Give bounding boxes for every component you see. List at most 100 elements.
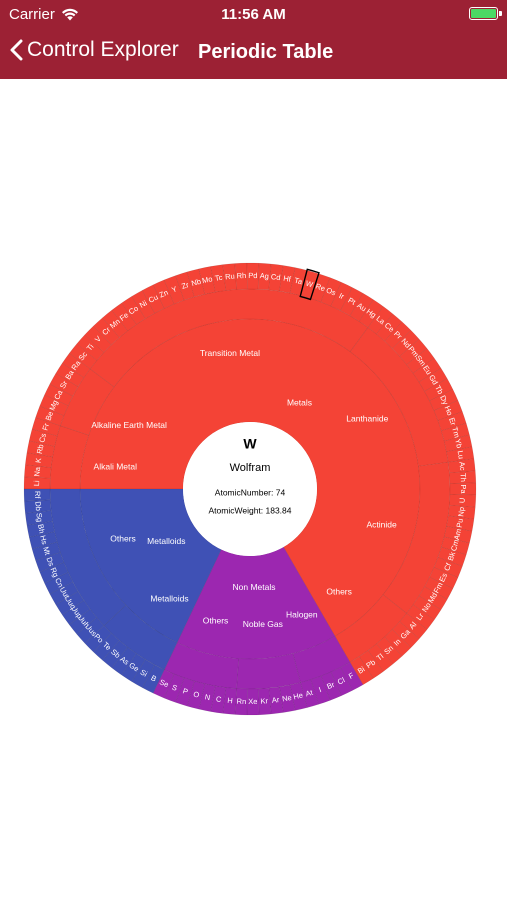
element-label-ru: Ru bbox=[225, 271, 235, 281]
selected-symbol: W bbox=[243, 436, 257, 452]
element-cell-pm[interactable] bbox=[399, 338, 428, 365]
element-cell-hf[interactable] bbox=[279, 265, 296, 294]
element-cell-lu[interactable] bbox=[446, 446, 475, 463]
element-label-co: Co bbox=[127, 304, 140, 317]
element-cell-v[interactable] bbox=[84, 325, 112, 353]
element-cell-cr[interactable] bbox=[93, 317, 120, 346]
element-cell-si[interactable] bbox=[131, 659, 156, 689]
element-label-hs: Hs bbox=[38, 534, 49, 545]
element-cell-ac[interactable] bbox=[447, 458, 476, 474]
element-cell-ru[interactable] bbox=[222, 263, 237, 291]
element-cell-md[interactable] bbox=[418, 586, 448, 611]
element-cell-eu[interactable] bbox=[412, 357, 442, 383]
element-cell-o[interactable] bbox=[186, 680, 206, 710]
element-cell-th[interactable] bbox=[449, 470, 477, 484]
element-cell-tb[interactable] bbox=[424, 378, 454, 402]
element-cell-h[interactable] bbox=[222, 687, 237, 715]
element-cell-he[interactable] bbox=[289, 682, 308, 711]
element-cell-pr[interactable] bbox=[384, 321, 412, 349]
selected-atomic-weight: AtomicWeight: 183.84 bbox=[209, 505, 292, 515]
element-cell-cm[interactable] bbox=[441, 536, 470, 556]
element-label-lu: Lu bbox=[456, 450, 466, 460]
element-cell-rb[interactable] bbox=[26, 440, 55, 458]
element-label-pt: Pt bbox=[346, 296, 357, 308]
element-label-es: Es bbox=[437, 571, 449, 583]
element-cell-re[interactable] bbox=[310, 273, 331, 303]
element-cell-as[interactable] bbox=[111, 646, 137, 676]
element-cell-mg[interactable] bbox=[39, 394, 69, 416]
subgroup-segment-noble-gas[interactable] bbox=[236, 653, 301, 690]
element-cell-ar[interactable] bbox=[268, 686, 284, 715]
element-cell-rf[interactable] bbox=[23, 488, 51, 502]
element-cell-ti[interactable] bbox=[76, 334, 105, 361]
element-label-zn: Zn bbox=[158, 288, 170, 300]
element-cell-u[interactable] bbox=[449, 494, 477, 508]
element-cell-i[interactable] bbox=[310, 675, 331, 705]
element-cell-li[interactable] bbox=[23, 476, 51, 490]
element-cell-no[interactable] bbox=[412, 595, 442, 621]
element-cell-tl[interactable] bbox=[367, 643, 394, 672]
element-cell-s[interactable] bbox=[163, 673, 185, 703]
element-cell-br[interactable] bbox=[320, 671, 342, 701]
element-cell-te[interactable] bbox=[93, 632, 120, 661]
element-cell-mn[interactable] bbox=[102, 309, 129, 338]
back-button[interactable]: Control Explorer bbox=[10, 38, 179, 62]
element-cell-ce[interactable] bbox=[376, 313, 403, 342]
element-cell-y[interactable] bbox=[163, 275, 185, 305]
element-cell-nd[interactable] bbox=[392, 329, 420, 357]
element-cell-la[interactable] bbox=[367, 306, 394, 335]
element-cell-gd[interactable] bbox=[418, 367, 448, 392]
element-cell-n[interactable] bbox=[198, 683, 216, 712]
element-cell-xe[interactable] bbox=[246, 688, 260, 716]
element-cell-at[interactable] bbox=[300, 679, 319, 708]
element-cell-am[interactable] bbox=[443, 526, 473, 544]
element-cell-sg[interactable] bbox=[25, 510, 53, 526]
element-label-cd: Cd bbox=[270, 272, 281, 282]
element-cell-uus[interactable] bbox=[76, 617, 105, 644]
element-cell-k[interactable] bbox=[25, 452, 53, 468]
subgroup-segment-others[interactable] bbox=[49, 488, 127, 627]
element-cell-ag[interactable] bbox=[257, 262, 272, 291]
element-cell-uut[interactable] bbox=[49, 581, 79, 605]
element-cell-in[interactable] bbox=[384, 629, 412, 657]
element-cell-be[interactable] bbox=[35, 405, 65, 426]
element-label-fe: Fe bbox=[118, 310, 130, 322]
subgroup-segment-lanthanide[interactable] bbox=[349, 327, 449, 467]
element-cell-tm[interactable] bbox=[441, 422, 470, 442]
element-cell-po[interactable] bbox=[84, 625, 112, 653]
element-cell-cf[interactable] bbox=[433, 557, 463, 578]
element-cell-cu[interactable] bbox=[141, 284, 165, 314]
element-label-au: Au bbox=[355, 301, 368, 313]
group-label-metalloids: Metalloids bbox=[147, 536, 185, 546]
element-cell-f[interactable] bbox=[340, 661, 364, 691]
subgroup-segment-others[interactable] bbox=[334, 594, 408, 663]
element-cell-bi[interactable] bbox=[349, 656, 374, 686]
element-cell-ds[interactable] bbox=[35, 552, 65, 573]
element-cell-pd[interactable] bbox=[246, 262, 260, 290]
element-cell-sr[interactable] bbox=[49, 373, 79, 397]
element-label-sr: Sr bbox=[58, 379, 70, 390]
element-cell-mo[interactable] bbox=[198, 266, 216, 295]
element-cell-cs[interactable] bbox=[28, 428, 58, 447]
subgroup-segment-metalloids[interactable] bbox=[103, 604, 178, 671]
element-cell-uuq[interactable] bbox=[55, 590, 85, 616]
element-label-no: No bbox=[420, 601, 433, 614]
element-cell-er[interactable] bbox=[437, 411, 467, 432]
element-cell-ga[interactable] bbox=[392, 621, 420, 649]
element-cell-os[interactable] bbox=[320, 277, 342, 307]
element-cell-ni[interactable] bbox=[131, 289, 156, 319]
element-cell-nb[interactable] bbox=[186, 268, 206, 298]
element-label-os: Os bbox=[325, 285, 338, 297]
element-cell-cd[interactable] bbox=[268, 263, 284, 292]
element-cell-au[interactable] bbox=[349, 292, 374, 322]
subgroup-label-others: Others bbox=[203, 615, 229, 625]
element-cell-mt[interactable] bbox=[31, 541, 61, 561]
element-cell-bk[interactable] bbox=[437, 546, 467, 567]
element-cell-ge[interactable] bbox=[121, 653, 146, 682]
element-cell-uup[interactable] bbox=[61, 600, 91, 626]
element-cell-b[interactable] bbox=[141, 664, 165, 694]
element-cell-yb[interactable] bbox=[443, 434, 473, 452]
element-cell-uuh[interactable] bbox=[68, 608, 98, 635]
element-cell-ra[interactable] bbox=[61, 352, 91, 378]
